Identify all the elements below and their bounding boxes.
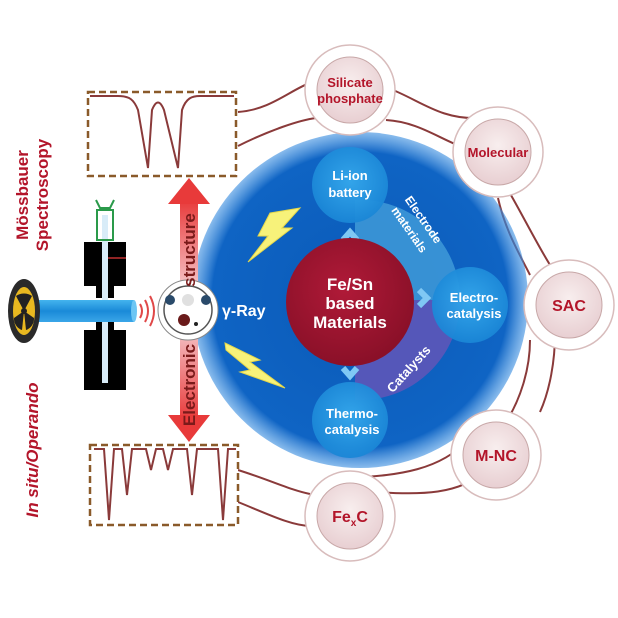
center-line1: Fe/Sn bbox=[327, 275, 373, 294]
nucleus-atom-icon bbox=[157, 279, 219, 341]
silicate-line1: Silicate bbox=[327, 75, 373, 90]
chevron-right-icon bbox=[416, 287, 432, 309]
spectrum-curve-sextet bbox=[94, 448, 236, 521]
gamma-ray-label: γ-Ray bbox=[222, 303, 266, 320]
center-material-circle bbox=[286, 238, 414, 366]
liion-battery-circle bbox=[312, 147, 388, 223]
arrow-head-down-icon bbox=[168, 415, 210, 442]
sac-label: SAC bbox=[552, 298, 586, 315]
molecular-label: Molecular bbox=[468, 145, 529, 160]
arrow-shaft-up bbox=[180, 200, 198, 290]
structure-label: structure bbox=[180, 213, 199, 287]
fexc-main: Fe bbox=[332, 509, 351, 526]
node-m-nc[interactable] bbox=[450, 409, 542, 501]
node-molecular[interactable] bbox=[452, 106, 544, 198]
center-line3: Materials bbox=[313, 313, 387, 332]
insitu-text: In situ bbox=[23, 467, 42, 518]
fexc-subscript: x bbox=[351, 518, 357, 529]
arrow-head-up-icon bbox=[168, 178, 210, 204]
center-line2: based bbox=[325, 294, 374, 313]
thermocatalysis-circle bbox=[312, 382, 388, 458]
mossbauer-label: Mössbauer bbox=[13, 150, 32, 240]
thermo-line1: Thermo- bbox=[326, 406, 378, 421]
liion-line2: battery bbox=[328, 185, 372, 200]
thermo-line2: catalysis bbox=[325, 422, 380, 437]
mnc-label: M-NC bbox=[475, 448, 517, 465]
gamma-beam bbox=[34, 300, 134, 322]
electrocatalysis-circle bbox=[432, 267, 508, 343]
operando-text: /Operando bbox=[23, 382, 42, 468]
node-silicate-phosphate[interactable] bbox=[304, 44, 396, 136]
wave-emission-icon bbox=[139, 295, 155, 327]
electro-line1: Electro- bbox=[450, 290, 498, 305]
insitu-operando-label: In situ/Operando bbox=[23, 382, 42, 517]
spectrum-curve-doublet bbox=[90, 95, 234, 169]
arrow-shaft-down bbox=[180, 320, 198, 420]
beam-end bbox=[131, 300, 137, 322]
catalysts-arc bbox=[355, 300, 461, 401]
lightning-bolt-icon bbox=[247, 207, 302, 263]
spectrometer-instrument-icon bbox=[84, 199, 126, 390]
chevron-up-icon bbox=[340, 227, 360, 242]
chevron-down-icon bbox=[340, 366, 360, 381]
electronic-label: Electronic bbox=[180, 344, 199, 426]
spectroscopy-label: Spectroscopy bbox=[33, 138, 52, 251]
silicate-line2: phosphate bbox=[317, 91, 383, 106]
liion-line1: Li-ion bbox=[332, 168, 367, 183]
fexc-tail: C bbox=[356, 509, 368, 526]
electrode-materials-arc bbox=[355, 199, 461, 300]
node-sac[interactable] bbox=[523, 259, 615, 351]
radiation-source-icon bbox=[8, 279, 40, 343]
spectrum-box-bottom bbox=[88, 443, 240, 527]
fexc-label: FexC bbox=[332, 509, 368, 529]
node-fexc[interactable] bbox=[304, 470, 396, 562]
electro-line2: catalysis bbox=[447, 306, 502, 321]
lightning-bolt-icon bbox=[224, 342, 286, 389]
